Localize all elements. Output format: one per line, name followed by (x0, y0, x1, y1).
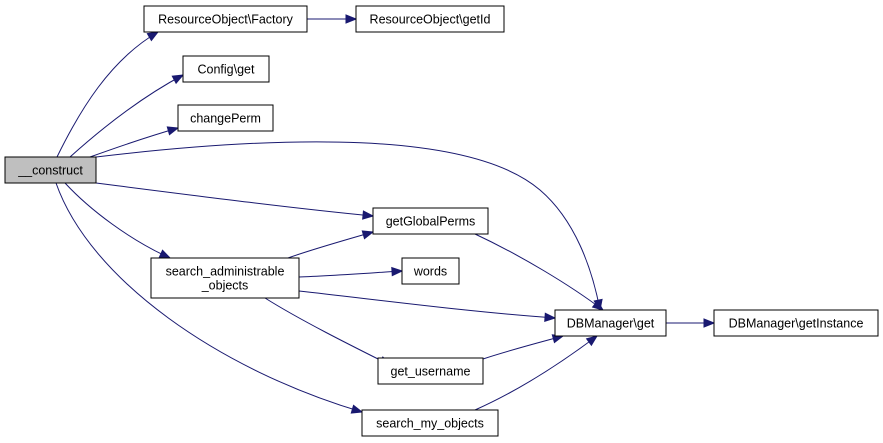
node-factory[interactable]: ResourceObject\Factory (143, 5, 308, 33)
node-box (182, 55, 270, 83)
node-label: DBManager\get (567, 317, 655, 331)
node-box (401, 257, 460, 285)
edge-line (298, 270, 403, 278)
node-box (355, 5, 505, 33)
node-getusername[interactable]: get_username (377, 357, 484, 385)
node-construct[interactable]: __construct (4, 156, 97, 184)
node-changeperm[interactable]: changePerm (177, 104, 274, 132)
edge-line (55, 182, 363, 413)
edge-searchadmin-to-getglobalperms (287, 230, 375, 259)
edge-dbget-to-getinstance (666, 318, 716, 328)
edge-arrowhead (703, 318, 716, 328)
node-box (554, 309, 667, 337)
edge-arrowhead (345, 14, 358, 24)
edge-line (474, 335, 598, 411)
edge-getusername-to-dbget (482, 334, 565, 360)
edge-line (287, 231, 374, 259)
node-box (361, 409, 499, 437)
edge-line (474, 233, 604, 311)
node-box (177, 104, 274, 132)
node-searchmy[interactable]: search_my_objects (361, 409, 499, 437)
edge-arrowhead (166, 126, 180, 136)
node-getid[interactable]: ResourceObject\getId (355, 5, 505, 33)
edge-arrowhead (171, 74, 185, 85)
node-box (372, 207, 489, 235)
edge-line (298, 290, 556, 319)
node-getglobalperms[interactable]: getGlobalPerms (372, 207, 489, 235)
edge-construct-to-searchadmin (64, 182, 172, 259)
node-box (150, 257, 300, 299)
edge-arrowhead (362, 210, 375, 220)
node-getinstance[interactable]: DBManager\getInstance (713, 309, 879, 337)
node-box (713, 309, 879, 337)
node-box (377, 357, 484, 385)
edge-factory-to-getid (307, 14, 358, 24)
edges-layer (55, 14, 716, 414)
edge-line (64, 182, 171, 259)
edge-searchadmin-to-words (298, 266, 404, 278)
node-box (4, 156, 97, 184)
edge-arrowhead (585, 335, 599, 347)
edge-arrowhead (350, 404, 364, 414)
node-label: changePerm (190, 112, 261, 126)
edge-construct-to-configget (69, 74, 185, 158)
edge-construct-to-changeperm (89, 126, 180, 158)
node-label: search_administrable (166, 265, 285, 279)
edge-arrowhead (544, 312, 557, 322)
edge-searchadmin-to-dbget (298, 290, 557, 322)
edge-line (482, 335, 564, 360)
edge-line (264, 297, 391, 366)
edge-arrowhead (361, 230, 375, 240)
node-label: ResourceObject\Factory (158, 13, 294, 27)
node-dbget[interactable]: DBManager\get (554, 309, 667, 337)
node-searchadmin[interactable]: search_administrable_objects (150, 257, 300, 299)
edge-arrowhead (391, 266, 404, 277)
node-configget[interactable]: Config\get (182, 55, 270, 83)
edge-line (69, 74, 184, 158)
edge-arrowhead (158, 249, 172, 259)
node-label: DBManager\getInstance (729, 317, 864, 331)
edge-construct-to-factory (56, 31, 160, 158)
edge-arrowhead (591, 299, 605, 311)
node-words[interactable]: words (401, 257, 460, 285)
nodes-layer: __construct ResourceObject\Factory Resourc… (4, 5, 879, 437)
edge-arrowhead (146, 31, 160, 42)
node-box (143, 5, 308, 33)
edge-searchmy-to-dbget (474, 335, 599, 411)
node-label: search_my_objects (376, 417, 484, 431)
node-label: words (413, 265, 447, 279)
edge-line (95, 141, 601, 311)
edge-line (56, 31, 159, 158)
edge-construct-to-searchmy (55, 182, 364, 414)
edge-construct-to-getglobalperms (95, 182, 375, 220)
edge-searchadmin-to-getusername (264, 297, 392, 366)
edge-getglobalperms-to-dbget (474, 233, 605, 311)
node-label: ResourceObject\getId (370, 13, 491, 27)
node-label: __construct (17, 164, 83, 178)
edge-line (95, 182, 374, 217)
node-label: get_username (391, 365, 471, 379)
node-label: getGlobalPerms (386, 215, 476, 229)
node-label: Config\get (198, 63, 256, 77)
node-label: _objects (201, 279, 249, 293)
